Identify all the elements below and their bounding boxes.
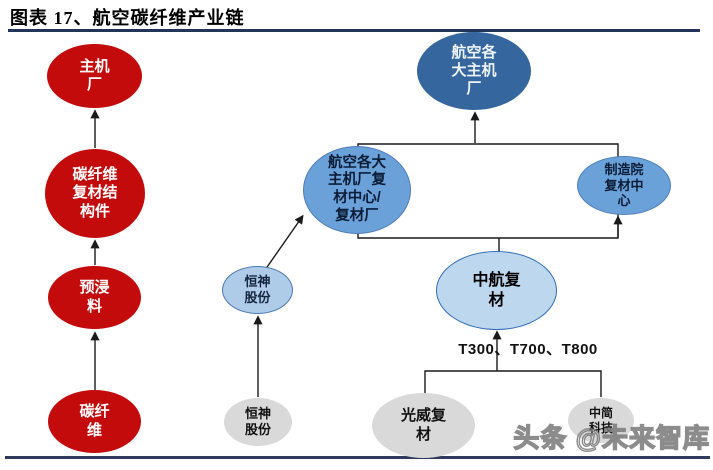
node-prepreg: 预浸 料 bbox=[48, 266, 141, 329]
node-zhongjian: 中简 科技 bbox=[568, 398, 634, 443]
watermark: 头条 @未来智库 bbox=[513, 422, 710, 453]
node-cf-composite-parts: 碳纤维 复材结 构件 bbox=[45, 149, 145, 238]
arrow-hengshen-to-center bbox=[264, 214, 304, 271]
node-avic-composite: 中航复 材 bbox=[436, 251, 557, 330]
node-hengshen: 恒神 股份 bbox=[224, 398, 292, 446]
bracket-fiber-suppliers bbox=[424, 370, 602, 397]
figure-title: 图表 17、航空碳纤维产业链 bbox=[10, 8, 245, 28]
fiber-grades-label: T300、T700、T800 bbox=[458, 341, 598, 358]
node-host-composite-center: 航空各大 主机厂复 材中心/ 复材厂 bbox=[303, 146, 411, 234]
node-guangwei: 光威复 材 bbox=[372, 393, 475, 458]
node-carbon-fiber: 碳纤 维 bbox=[48, 390, 141, 453]
node-hengshen-midstream: 恒神 股份 bbox=[222, 266, 293, 314]
title-rule bbox=[8, 29, 700, 32]
node-aviation-host-plants: 航空各 大主机 厂 bbox=[417, 32, 531, 110]
bottom-rule bbox=[5, 456, 710, 459]
node-host-plant: 主机 厂 bbox=[47, 44, 142, 108]
node-mfg-institute-center: 制造院 复材中 心 bbox=[577, 156, 671, 215]
